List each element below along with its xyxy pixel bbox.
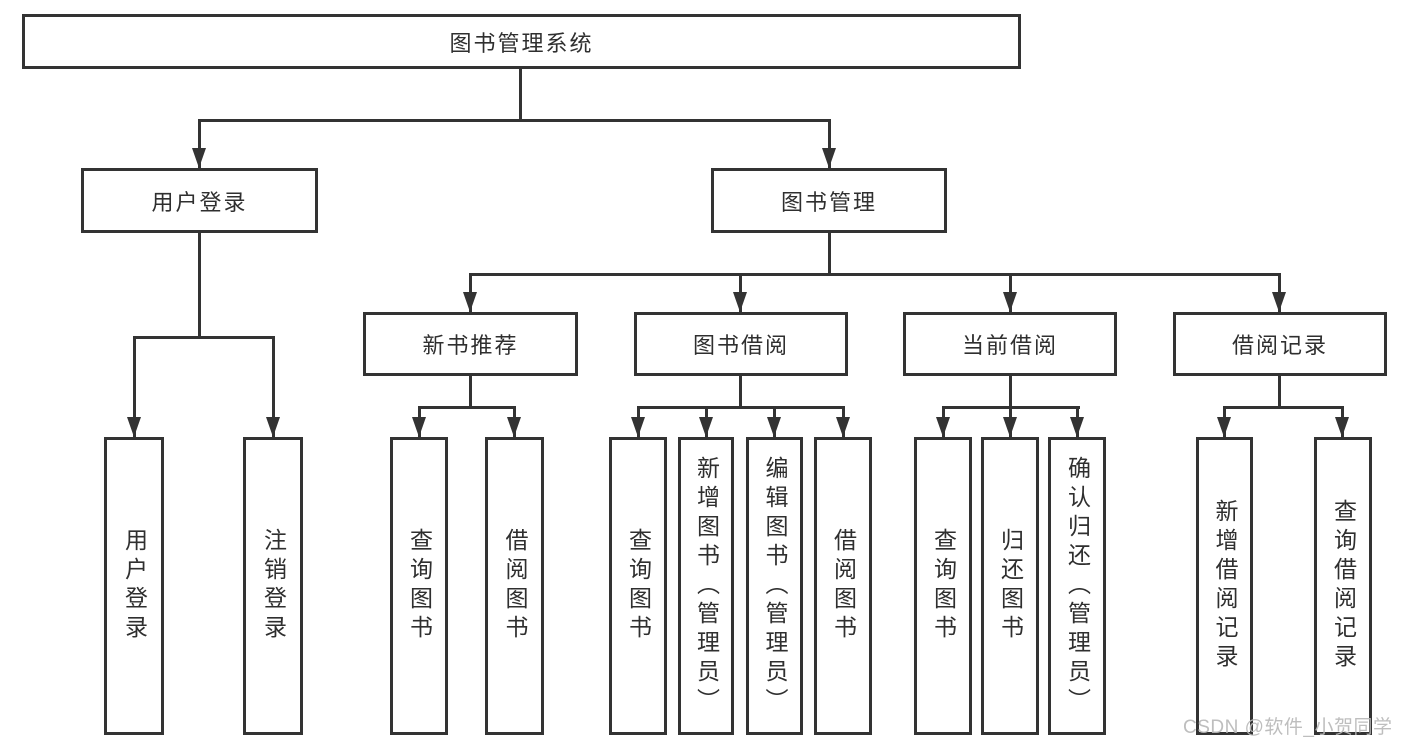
- node-current-borrow-label: 当前借阅: [961, 333, 1058, 358]
- leaf-query-books-recommend-label: 查询图书: [406, 528, 433, 644]
- leaf-borrow-books-recommend: 借阅图书: [485, 437, 544, 735]
- connector-line: [828, 119, 831, 168]
- leaf-query-books-current-label: 查询图书: [930, 528, 957, 644]
- leaf-user-login: 用户登录: [104, 437, 164, 735]
- connector-line: [519, 69, 522, 119]
- csdn-watermark: CSDN @软件_小贺同学: [1183, 717, 1393, 738]
- arrowhead-down-icon: [1335, 417, 1349, 437]
- connector-line: [133, 336, 275, 339]
- arrowhead-down-icon: [192, 148, 206, 168]
- leaf-logout-label: 注销登录: [260, 528, 287, 644]
- node-current-borrow: 当前借阅: [903, 312, 1117, 376]
- arrowhead-down-icon: [936, 417, 950, 437]
- arrowhead-down-icon: [1217, 417, 1231, 437]
- arrowhead-down-icon: [1070, 417, 1084, 437]
- connector-line: [1009, 376, 1012, 406]
- leaf-edit-books-admin-label: 编辑图书（管理员）: [762, 455, 788, 717]
- leaf-query-borrow-record-label: 查询借阅记录: [1330, 499, 1357, 673]
- connector-line: [469, 273, 1281, 276]
- node-borrow-records: 借阅记录: [1173, 312, 1387, 376]
- node-new-book-recommend: 新书推荐: [363, 312, 578, 376]
- leaf-add-books-admin: 新增图书（管理员）: [678, 437, 734, 735]
- arrowhead-down-icon: [699, 417, 713, 437]
- leaf-query-books-borrow-label: 查询图书: [625, 528, 652, 644]
- node-new-book-recommend-label: 新书推荐: [422, 333, 519, 358]
- arrowhead-down-icon: [836, 417, 850, 437]
- node-book-management: 图书管理: [711, 168, 947, 233]
- node-book-borrow: 图书借阅: [634, 312, 848, 376]
- connector-line: [198, 119, 831, 122]
- leaf-edit-books-admin: 编辑图书（管理员）: [746, 437, 803, 735]
- connector-line: [828, 233, 831, 273]
- leaf-query-books-current: 查询图书: [914, 437, 972, 735]
- leaf-return-books: 归还图书: [981, 437, 1039, 735]
- connector-line: [418, 406, 516, 409]
- leaf-logout: 注销登录: [243, 437, 303, 735]
- arrowhead-down-icon: [1003, 292, 1017, 312]
- node-borrow-records-label: 借阅记录: [1231, 333, 1328, 358]
- arrowhead-down-icon: [507, 417, 521, 437]
- connector-line: [133, 336, 136, 437]
- leaf-add-borrow-record-label: 新增借阅记录: [1212, 499, 1238, 673]
- leaf-query-books-borrow: 查询图书: [609, 437, 667, 735]
- node-book-borrow-label: 图书借阅: [692, 333, 789, 358]
- connector-line: [1223, 406, 1343, 409]
- connector-line: [739, 376, 742, 406]
- arrowhead-down-icon: [1003, 417, 1017, 437]
- node-root-label: 图书管理系统: [449, 30, 594, 56]
- leaf-confirm-return-admin-label: 确认归还（管理员）: [1064, 455, 1091, 717]
- arrowhead-down-icon: [631, 417, 645, 437]
- leaf-query-books-recommend: 查询图书: [390, 437, 448, 735]
- leaf-return-books-label: 归还图书: [997, 528, 1024, 644]
- leaf-query-borrow-record: 查询借阅记录: [1314, 437, 1372, 735]
- connector-line: [198, 233, 201, 336]
- leaf-confirm-return-admin: 确认归还（管理员）: [1048, 437, 1106, 735]
- leaf-add-books-admin-label: 新增图书（管理员）: [693, 455, 720, 717]
- connector-line: [469, 376, 472, 406]
- arrowhead-down-icon: [266, 417, 280, 437]
- leaf-borrow-books-label: 借阅图书: [830, 528, 857, 644]
- arrowhead-down-icon: [127, 417, 141, 437]
- node-user-login-label: 用户登录: [151, 189, 248, 215]
- arrowhead-down-icon: [412, 417, 426, 437]
- connector-line: [198, 119, 201, 168]
- node-user-login: 用户登录: [81, 168, 318, 233]
- arrowhead-down-icon: [733, 292, 747, 312]
- leaf-add-borrow-record: 新增借阅记录: [1196, 437, 1253, 735]
- connector-line: [1278, 376, 1281, 406]
- connector-line: [637, 406, 845, 409]
- node-book-management-label: 图书管理: [780, 189, 877, 215]
- leaf-user-login-label: 用户登录: [121, 528, 148, 644]
- arrowhead-down-icon: [463, 292, 477, 312]
- node-root: 图书管理系统: [22, 14, 1021, 69]
- arrowhead-down-icon: [822, 148, 836, 168]
- arrowhead-down-icon: [1272, 292, 1286, 312]
- leaf-borrow-books: 借阅图书: [814, 437, 872, 735]
- arrowhead-down-icon: [767, 417, 781, 437]
- leaf-borrow-books-recommend-label: 借阅图书: [502, 528, 528, 644]
- connector-line: [272, 336, 275, 437]
